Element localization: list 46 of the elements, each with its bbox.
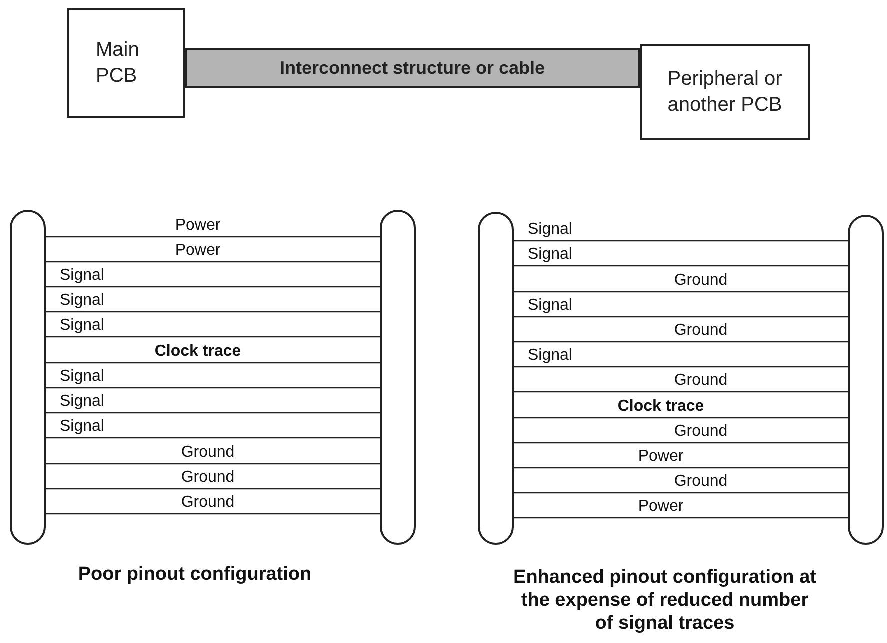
trace-line [46,336,380,338]
trace-line [514,265,848,267]
trace-line [46,412,380,414]
caption-text: Poor pinout configuration [77,563,313,586]
pcb-box [67,8,185,118]
trace-line [46,513,380,515]
trace-label: Signal [528,246,572,264]
trace-line [46,362,380,364]
trace-label: Signal [528,347,572,365]
trace-line [514,291,848,293]
trace-label: Signal [60,393,104,411]
trace-label: Signal [528,221,572,239]
trace-line [46,387,380,389]
trace-line [46,488,380,490]
trace-line [514,316,848,318]
trace-line [514,492,848,494]
connector-bar [848,215,884,545]
connector-bar [10,210,46,545]
trace-label: Signal [60,292,104,310]
caption-text: Enhanced pinout configuration at the expense of reduced number of signal traces [512,566,818,635]
box-label: Main PCB [96,38,140,89]
trace-line [46,311,380,313]
trace-line [514,442,848,444]
trace-label: Signal [60,317,104,335]
trace-line [46,437,380,439]
cable-label: Interconnect structure or cable [280,57,546,80]
trace-label: Signal [60,368,104,386]
trace-line [514,517,848,519]
trace-line [514,391,848,393]
trace-line [46,236,380,238]
trace-line [514,341,848,343]
trace-label: Signal [528,297,572,315]
cable-band [185,48,640,88]
box-label: Peripheral or another PCB [666,67,784,118]
trace-line [514,417,848,419]
trace-line [46,286,380,288]
trace-line [514,467,848,469]
trace-line [514,240,848,242]
connector-bar [478,212,514,545]
trace-label: Signal [60,267,104,285]
connector-bar [380,210,416,545]
trace-line [46,463,380,465]
trace-label: Signal [60,418,104,436]
pcb-box [640,44,810,140]
trace-line [46,261,380,263]
trace-line [514,366,848,368]
